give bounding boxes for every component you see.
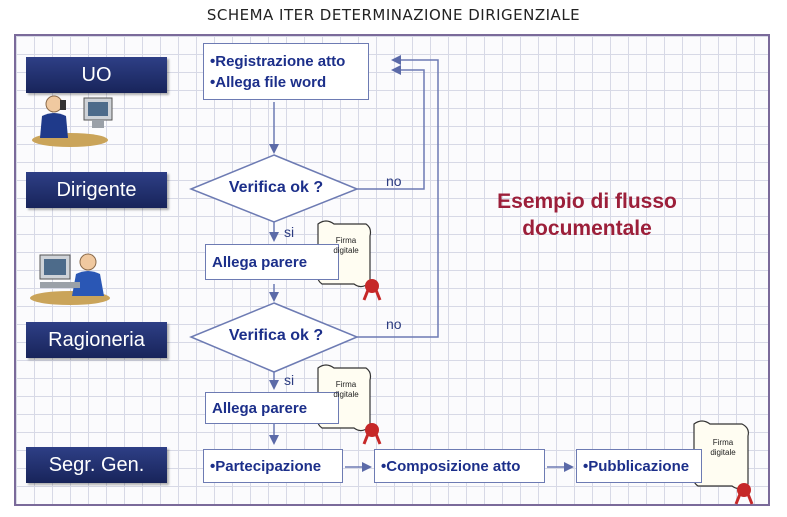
diagram-title: SCHEMA ITER DETERMINAZIONE DIRIGENZIALE [206, 6, 581, 24]
partecipazione-box: •Partecipazione [203, 449, 343, 483]
role-segreteria: Segr. Gen. [26, 447, 167, 483]
si-label-1: si [284, 224, 295, 240]
role-dirigente: Dirigente [26, 172, 167, 208]
decision-diamond-1 [188, 154, 360, 223]
signature-scroll-icon [692, 420, 754, 505]
firma-line2: digitale [333, 246, 359, 255]
registrazione-box: •Registrazione atto •Allega file word [203, 43, 369, 100]
firma-line2: digitale [710, 448, 736, 457]
person-computer-icon [30, 253, 110, 305]
no-label-1: no [386, 173, 402, 189]
firma-caption-3: Firma digitale [702, 438, 744, 458]
firma-line1: Firma [335, 236, 357, 245]
no-label-2: no [386, 316, 402, 332]
verifica-2-label: Verifica ok ? [228, 327, 324, 344]
firma-line1: Firma [335, 380, 357, 389]
si-label-2: si [284, 372, 295, 388]
allega-file-text: •Allega file word [210, 73, 327, 91]
registrazione-text: •Registrazione atto [210, 52, 346, 70]
pubblicazione-box: •Pubblicazione [576, 449, 702, 483]
flow-headline: Esempio di flusso documentale [462, 188, 712, 242]
allega-parere-1-box: Allega parere [205, 244, 339, 280]
person-phone-computer-icon [32, 95, 113, 147]
role-ragioneria: Ragioneria [26, 322, 167, 358]
decision-diamond-2 [189, 302, 359, 373]
firma-caption-2: Firma digitale [326, 380, 366, 400]
composizione-box: •Composizione atto [374, 449, 545, 483]
headline-line1: Esempio di flusso [497, 190, 677, 213]
verifica-1-label: Verifica ok ? [228, 179, 324, 196]
firma-line1: Firma [712, 438, 734, 447]
headline-line2: documentale [522, 217, 652, 240]
firma-caption-1: Firma digitale [326, 236, 366, 256]
diagram-frame [14, 34, 770, 506]
no-return-1 [357, 65, 425, 190]
no-return-2 [357, 55, 439, 338]
allega-parere-2-box: Allega parere [205, 392, 339, 424]
role-uo: UO [26, 57, 167, 93]
firma-line2: digitale [333, 390, 359, 399]
